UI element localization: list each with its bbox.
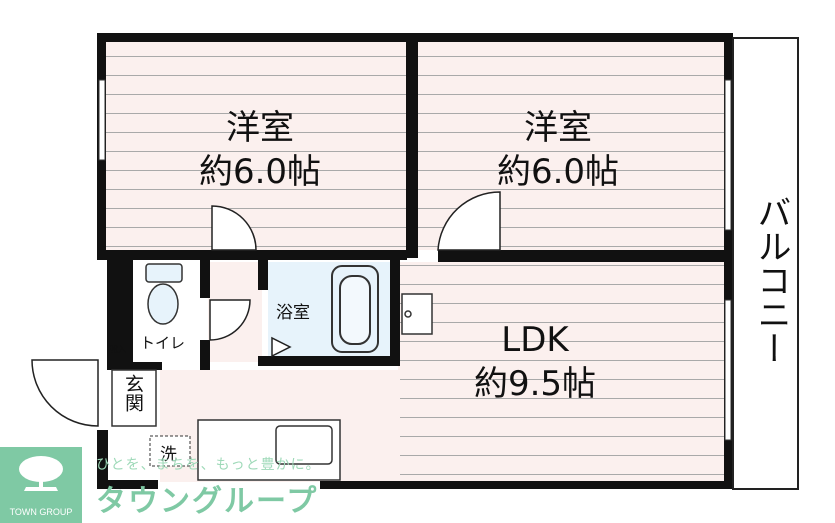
bathtub	[331, 265, 379, 353]
windows	[98, 79, 732, 441]
logo-brand: タウングループ	[96, 484, 319, 519]
toilet-label: トイレ	[140, 334, 186, 352]
wash-basin	[401, 293, 433, 335]
toilet-fixture	[145, 263, 183, 325]
western-room-2-size: 約6.0帖	[496, 152, 620, 192]
balcony-label: バルコニー	[751, 195, 791, 365]
entrance-box	[111, 369, 157, 427]
entrance-label: 玄関	[122, 374, 144, 412]
shoe-box-label: 靴入	[110, 345, 126, 354]
western-room-1-size: 約6.0帖	[198, 152, 322, 192]
western-room-2-name: 洋室	[524, 108, 592, 148]
ldk-size: 約9.5帖	[473, 364, 597, 404]
town-group-logo: TOWN GROUP	[0, 447, 82, 523]
laundry-label: 洗	[160, 445, 177, 465]
logo-slogan: ひとを、まちを、もっと豊かに。	[96, 457, 321, 473]
bath-door-mark	[271, 336, 292, 358]
door-swings	[31, 191, 501, 427]
tree-icon	[19, 456, 63, 491]
ldk-label: LDK 約9.5帖	[455, 318, 615, 406]
balcony	[732, 37, 799, 490]
ldk-floor	[398, 262, 724, 482]
bath-label: 浴室	[276, 303, 310, 323]
kitchen-counter	[197, 419, 341, 481]
western-room-1-label: 洋室 約6.0帖	[195, 106, 325, 194]
western-room-2-label: 洋室 約6.0帖	[493, 106, 623, 194]
ldk-name: LDK	[501, 320, 569, 360]
western-room-1-name: 洋室	[226, 108, 294, 148]
logo-text: TOWN GROUP	[9, 507, 73, 517]
western-room-1-floor	[105, 42, 408, 250]
laundry-box	[149, 435, 191, 467]
